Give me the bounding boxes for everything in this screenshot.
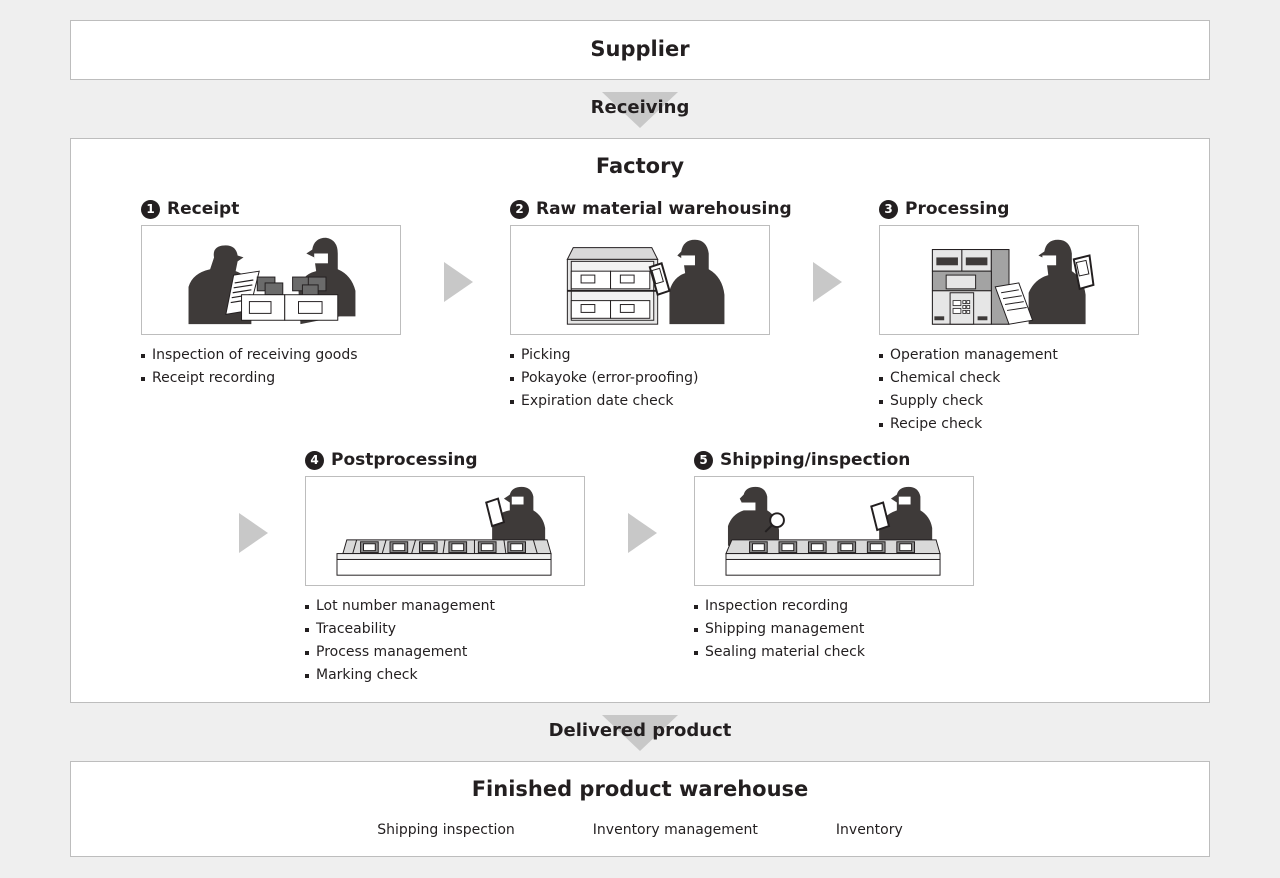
step-items: Lot number management Traceability Proce…	[305, 595, 495, 687]
list-item: Marking check	[305, 664, 495, 687]
step-postprocessing: 4 Postprocessing Lot number management Tr…	[305, 449, 585, 683]
step-shipping-inspection: 5 Shipping/inspection Inspection recordin…	[694, 449, 974, 660]
flow-arrow-icon	[628, 513, 657, 553]
receiving-label: Receiving	[590, 97, 690, 118]
list-item: Operation management	[879, 344, 1058, 367]
step-title: Receipt	[167, 199, 240, 219]
processing-machine-illustration	[879, 225, 1139, 335]
step-number-badge: 5	[694, 450, 713, 470]
list-item: Receipt recording	[141, 367, 358, 390]
flow-arrow-icon	[239, 513, 268, 553]
inspection-line-illustration	[694, 476, 974, 586]
warehouse-item: Inventory management	[592, 822, 758, 838]
step-items: Inspection recording Shipping management…	[694, 595, 865, 664]
step-raw-material-warehousing: 2 Raw material warehousing Picking Pokayo…	[510, 198, 792, 409]
step-title: Processing	[905, 199, 1010, 219]
list-item: Chemical check	[879, 367, 1058, 390]
receiving-arrow-icon	[602, 92, 678, 128]
list-item: Process management	[305, 641, 495, 664]
finished-warehouse-title: Finished product warehouse	[471, 777, 809, 801]
step-items: Picking Pokayoke (error-proofing) Expira…	[510, 344, 699, 413]
step-number-badge: 3	[879, 199, 898, 219]
list-item: Inspection of receiving goods	[141, 344, 358, 367]
step-processing: 3 Processing Operation management Chemica…	[879, 198, 1139, 432]
list-item: Shipping management	[694, 618, 865, 641]
finished-warehouse-box: Finished product warehouse Shipping insp…	[70, 761, 1210, 857]
step-number-badge: 4	[305, 450, 324, 470]
list-item: Traceability	[305, 618, 495, 641]
list-item: Picking	[510, 344, 699, 367]
receipt-illustration	[141, 225, 401, 335]
delivered-label: Delivered product	[548, 720, 732, 741]
delivered-arrow-icon	[602, 715, 678, 751]
list-item: Pokayoke (error-proofing)	[510, 367, 699, 390]
list-item: Expiration date check	[510, 390, 699, 413]
step-items: Inspection of receiving goods Receipt re…	[141, 344, 358, 390]
step-number-badge: 1	[141, 199, 160, 219]
step-title: Shipping/inspection	[720, 450, 911, 470]
list-item: Inspection recording	[694, 595, 865, 618]
supplier-box: Supplier	[70, 20, 1210, 80]
factory-title: Factory	[595, 154, 685, 178]
step-title: Postprocessing	[331, 450, 478, 470]
flow-arrow-icon	[444, 262, 473, 302]
supplier-title: Supplier	[590, 37, 690, 61]
list-item: Recipe check	[879, 413, 1058, 436]
step-number-badge: 2	[510, 199, 529, 219]
step-title: Raw material warehousing	[536, 199, 792, 219]
warehouse-shelf-illustration	[510, 225, 770, 335]
list-item: Lot number management	[305, 595, 495, 618]
list-item: Sealing material check	[694, 641, 865, 664]
flow-arrow-icon	[813, 262, 842, 302]
warehouse-item: Inventory	[835, 822, 903, 838]
warehouse-item: Shipping inspection	[377, 822, 515, 838]
conveyor-illustration	[305, 476, 585, 586]
step-items: Operation management Chemical check Supp…	[879, 344, 1058, 436]
list-item: Supply check	[879, 390, 1058, 413]
